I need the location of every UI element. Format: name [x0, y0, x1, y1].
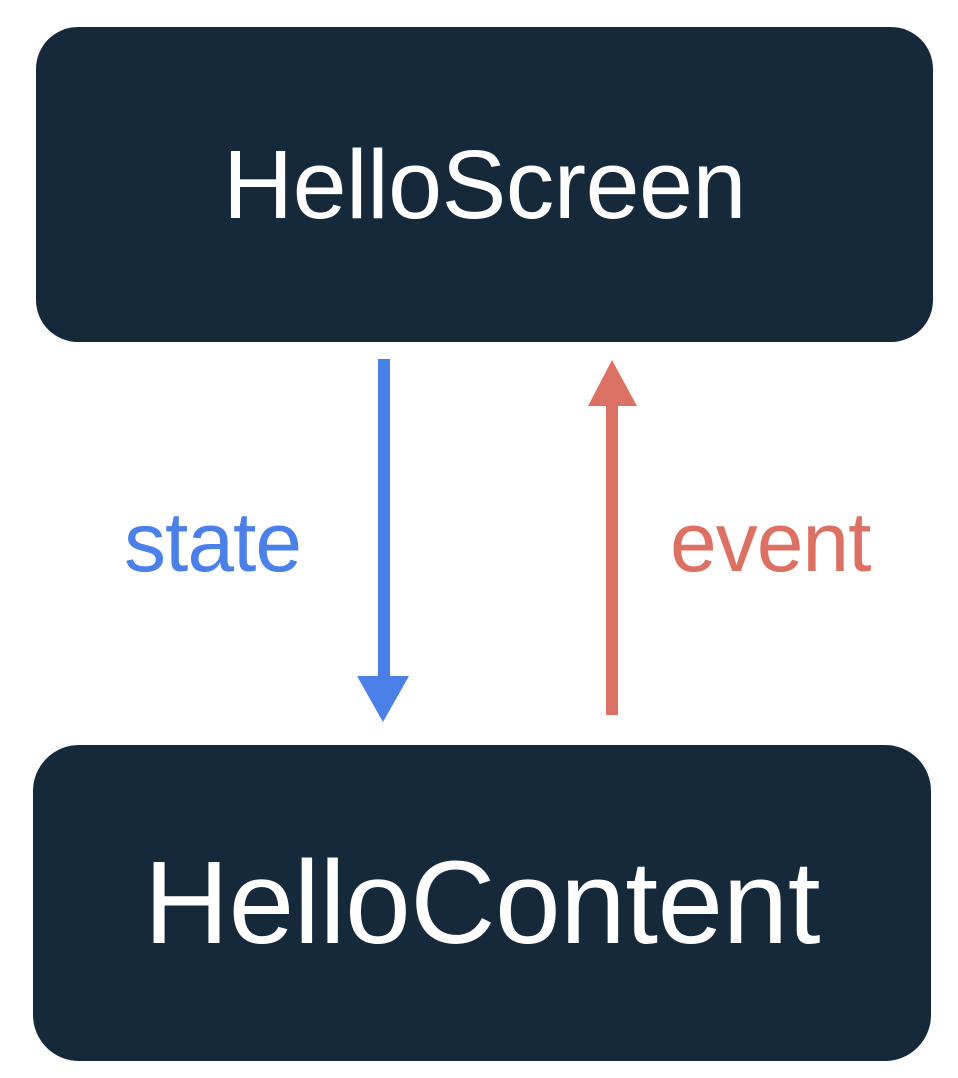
- node-hello-content[interactable]: HelloContent: [33, 745, 931, 1061]
- node-hello-content-label: HelloContent: [143, 837, 821, 969]
- node-hello-screen[interactable]: HelloScreen: [36, 27, 933, 342]
- edge-label-event: event: [670, 495, 871, 589]
- event-arrow: [588, 360, 637, 715]
- node-hello-screen-label: HelloScreen: [223, 130, 746, 239]
- state-arrow: [357, 359, 409, 722]
- edge-label-state: state: [124, 495, 302, 589]
